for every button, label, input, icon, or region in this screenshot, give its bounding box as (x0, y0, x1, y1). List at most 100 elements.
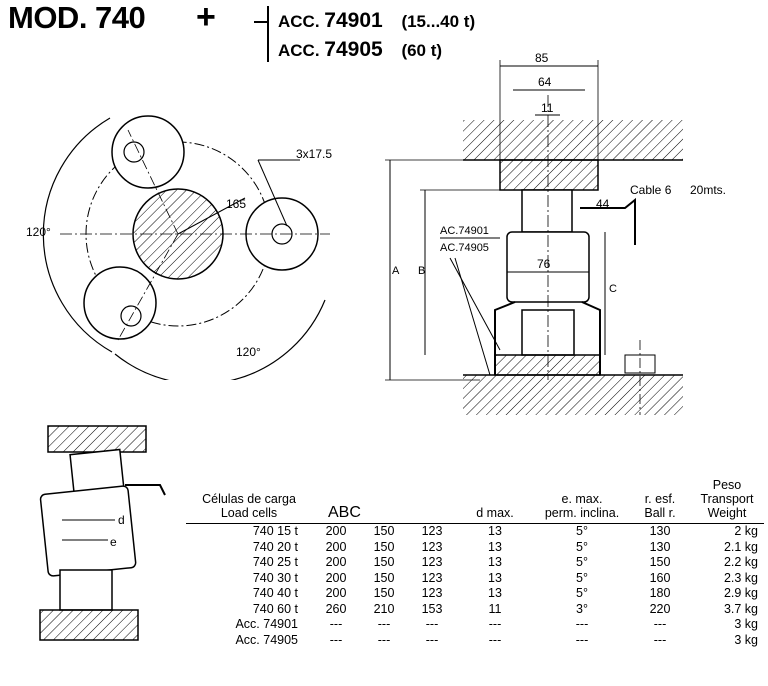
dim-top-label: 85 (535, 51, 549, 65)
header-cells-en: Load cells (220, 506, 278, 520)
table-cell: 13 (488, 524, 502, 538)
table-cell: 130 (649, 539, 671, 554)
table-cell: 740 25 t (252, 555, 298, 569)
table-cell: 123 (421, 555, 443, 569)
table-cell: 180 (649, 586, 671, 600)
header-emax-es: e. max. (561, 492, 603, 506)
table-row: Acc. 74901------------------3 kg (186, 617, 764, 633)
table-cell: 200 (325, 524, 347, 538)
table-cell: 5° (576, 539, 588, 554)
col-weight: Peso Transport Weight (690, 478, 764, 524)
table-cell: 740 60 t (252, 601, 298, 616)
table-cell: 200 (325, 539, 347, 554)
col-resf: r. esf. Ball r. (630, 478, 690, 524)
table-cell: 5° (576, 555, 588, 569)
hole-callout: 3x17.5 (296, 147, 332, 161)
table-cell: 123 (421, 524, 443, 538)
table-cell: --- (329, 632, 343, 647)
table-cell: 2.2 kg (723, 555, 758, 569)
table-cell: 2 kg (734, 524, 758, 538)
dim-side-label: 44 (596, 197, 610, 211)
table-cell: 740 20 t (252, 539, 298, 554)
table-cell: 260 (325, 601, 347, 616)
table-cell: 2.1 kg (723, 539, 758, 554)
table-row: 740 40 t 200 150 123 13 5° 180 2.9 kg (186, 586, 764, 602)
table-cell: 200 (325, 586, 347, 600)
table-cell: 150 (649, 555, 671, 569)
table-cell: 160 (649, 570, 671, 585)
side-view-drawing: d e (39, 425, 166, 641)
table-cell: 3 kg (734, 632, 758, 647)
accessory-line-2: ACC. 74905 (60 t) (278, 38, 442, 62)
diameter-label: 165 (226, 197, 246, 211)
table-cell: 5° (576, 570, 588, 585)
accessory-prefix: ACC. (278, 12, 320, 31)
dim-label-b: B (418, 265, 425, 277)
header-resf-en: Ball r. (644, 506, 676, 520)
table-cell: 3° (576, 601, 588, 616)
table-cell: 5° (576, 586, 588, 600)
table-cell: --- (425, 632, 439, 647)
table-cell: 13 (488, 555, 502, 569)
table-cell: --- (653, 632, 667, 647)
table-cell: 150 (373, 586, 395, 600)
accessory-number: 74901 (324, 9, 383, 32)
table-cell: 11 (488, 601, 502, 616)
header-weight-en2: Weight (707, 506, 747, 520)
angle-label-left: 120° (26, 225, 51, 239)
table-cell: Acc. 74901 (235, 617, 298, 631)
table-cell: 13 (488, 570, 502, 585)
label-e: e (110, 535, 117, 549)
accessory-capacity: (60 t) (401, 41, 443, 60)
table-cell: 740 15 t (252, 524, 298, 538)
table-cell: 2.3 kg (723, 570, 758, 585)
acc-label-74901: AC.74901 (440, 225, 489, 237)
table-cell: 150 (373, 524, 395, 538)
dim-base-label: 76 (537, 257, 551, 271)
table-cell: --- (377, 617, 391, 631)
header-abc: ABC (312, 478, 456, 524)
accessory-line-1: ACC. 74901 (15...40 t) (278, 9, 475, 33)
col-emax: e. max. perm. inclina. (534, 478, 630, 524)
table-cell: 3 kg (734, 617, 758, 631)
header-cells-es: Células de carga (202, 492, 296, 506)
table-cell: --- (653, 617, 667, 631)
table-cell: 123 (421, 539, 443, 554)
dim-label-a: A (392, 265, 400, 277)
accessory-capacity: (15...40 t) (401, 12, 476, 31)
table-row: Acc. 74905------------------3 kg (186, 633, 764, 649)
table-cell: --- (329, 617, 343, 631)
table-cell: --- (575, 617, 589, 631)
table-cell: 740 30 t (252, 570, 298, 585)
table-header-row: Células de carga Load cells ABC d max. e… (186, 478, 764, 524)
table-cell: 2.9 kg (723, 586, 758, 600)
table-cell: --- (488, 632, 502, 647)
header-dmax: d max. (456, 478, 534, 524)
acc-label-74905: AC.74905 (440, 242, 489, 254)
accessory-bracket (254, 6, 269, 62)
dim-mid-label: 64 (538, 75, 552, 89)
table-cell: 153 (421, 601, 443, 616)
table-cell: 200 (325, 570, 347, 585)
table-cell: --- (575, 632, 589, 647)
table-cell: 3.7 kg (723, 601, 758, 616)
col-load-cells: Células de carga Load cells (186, 478, 312, 524)
dim-pin-label: 11 (541, 101, 554, 115)
header-weight-en1: Transport (700, 492, 754, 506)
cable-length-label: 20mts. (690, 183, 726, 197)
table-cell: 210 (373, 601, 395, 616)
table-cell: 13 (488, 586, 502, 600)
table-cell: 123 (421, 586, 443, 600)
angle-label-bottom: 120° (236, 345, 261, 359)
table-cell: 200 (325, 555, 347, 569)
table-cell: Acc. 74905 (235, 632, 298, 647)
dim-label-c: C (609, 283, 617, 295)
label-d: d (118, 513, 125, 527)
table-cell: 740 40 t (252, 586, 298, 600)
accessory-number: 74905 (324, 38, 383, 61)
table-cell: --- (425, 617, 439, 631)
